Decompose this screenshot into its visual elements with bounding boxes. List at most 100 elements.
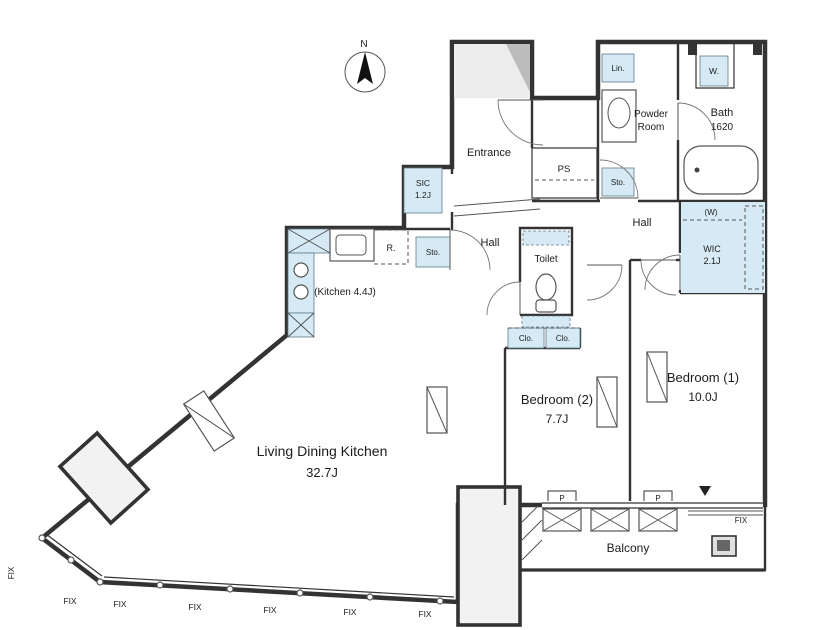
label-balcony: Balcony [607, 541, 650, 555]
structure-column-left [57, 430, 151, 526]
entrance-step [453, 208, 541, 217]
toilet-plumbing [521, 315, 571, 328]
label-linen: Lin. [612, 64, 625, 73]
label-hall-main: Hall [481, 237, 500, 249]
compass: N [344, 39, 386, 93]
bath-door-arc [677, 102, 716, 141]
label-ldk-size: 32.7J [306, 465, 338, 480]
labels: Entrance PS Powder Room Bath 1620 Lin. W… [7, 64, 748, 619]
structure-column-center [456, 485, 522, 627]
toilet-tank [535, 299, 557, 313]
toilet-walls [518, 226, 574, 317]
window-glazing [45, 533, 103, 577]
shoe-closet-sic [403, 167, 443, 214]
label-fix-2: FIX [188, 602, 202, 612]
label-closet-1: Clo. [519, 334, 533, 343]
kitchen-sink [335, 234, 367, 256]
label-hall-private: Hall [633, 217, 652, 229]
label-powder-2: Room [638, 122, 665, 133]
wic-door-arc [644, 254, 681, 291]
structure [38, 39, 768, 627]
fixtures [182, 53, 765, 505]
label-ps: PS [558, 164, 571, 175]
label-powder-1: Powder [634, 109, 669, 120]
label-fix-0: FIX [63, 596, 77, 606]
mullion-post [38, 534, 46, 542]
label-fix-side: FIX [7, 566, 16, 579]
label-sic: SIC [416, 178, 430, 188]
doors [449, 99, 716, 316]
storage-hall [415, 236, 451, 268]
utility-box-inner [717, 540, 730, 551]
mullion-post [366, 593, 374, 601]
wall [695, 42, 735, 89]
down-arrow-icon [699, 486, 711, 496]
balcony-fix-panel [688, 510, 763, 516]
mullion-post [156, 581, 164, 589]
interior-walls [404, 42, 765, 505]
label-fix-4: FIX [343, 607, 357, 617]
label-washer: W. [709, 66, 719, 76]
windows [38, 486, 763, 605]
label-toilet: Toilet [534, 254, 558, 265]
washer-space [699, 55, 729, 87]
label-bedroom1: Bedroom (1) [667, 370, 739, 385]
label-wic-size: 2.1J [703, 256, 720, 266]
unit-outline [38, 39, 768, 605]
cabinet-cross [287, 228, 331, 254]
vanity-counter [601, 89, 637, 143]
wall-pier [688, 40, 697, 55]
label-closet-2: Clo. [556, 334, 570, 343]
mullion-post [296, 589, 304, 597]
label-bedroom2-size: 7.7J [546, 412, 569, 426]
label-fix-balcony: FIX [735, 516, 748, 525]
bedroom2-door-arc [586, 264, 623, 301]
label-bedroom1-size: 10.0J [688, 390, 717, 404]
closet-2 [545, 327, 581, 349]
label-pipe-1: P [559, 494, 564, 503]
mullion-post [96, 578, 104, 586]
north-needle-icon [357, 52, 373, 84]
stove-burner [293, 284, 309, 300]
label-wic: WIC [703, 244, 721, 254]
mullion-post [67, 556, 75, 564]
label-sto-hall: Sto. [426, 248, 440, 257]
ps-box [531, 147, 598, 199]
window-glazing [103, 576, 455, 598]
wic-pipe-strip [744, 205, 764, 290]
label-pipe-2: P [655, 494, 660, 503]
kitchen-sink-counter [329, 228, 375, 262]
north-label: N [360, 39, 367, 50]
column-diagonal [646, 351, 668, 403]
bathtub [683, 145, 759, 195]
bedroom1-door-arc [640, 259, 677, 296]
label-refrigerator: R. [387, 243, 396, 253]
refrigerator-space [373, 229, 409, 265]
balcony-hatch [521, 505, 543, 561]
column-diagonal [183, 403, 235, 439]
hatch-cross [542, 508, 582, 532]
vanity-sink [607, 97, 631, 129]
entrance-step [453, 198, 541, 207]
label-kitchen: (Kitchen 4.4J) [314, 287, 376, 298]
label-entrance: Entrance [467, 147, 511, 159]
hatch-cross [590, 508, 630, 532]
toilet-counter [522, 230, 570, 246]
kitchen-door-arc [449, 229, 491, 271]
mullion-post [436, 597, 444, 605]
label-ldk: Living Dining Kitchen [257, 443, 388, 459]
mullion-post [226, 585, 234, 593]
column-diagonal [426, 386, 448, 434]
toilet-door-arc [486, 281, 521, 316]
label-wic-note: (W) [705, 208, 718, 217]
wic-floor [681, 202, 765, 293]
porch-shade [506, 44, 530, 92]
label-bath-size: 1620 [711, 122, 734, 133]
kitchen-counter [287, 252, 315, 314]
stove-burner [293, 262, 309, 278]
wall-pier [753, 40, 762, 55]
toilet-bowl [535, 273, 557, 301]
linen-closet [601, 53, 635, 83]
